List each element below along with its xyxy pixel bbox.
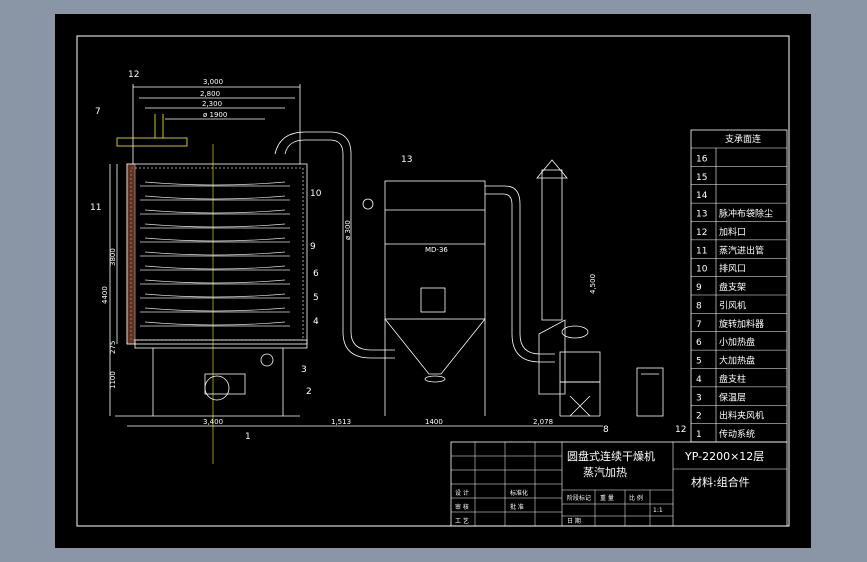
dryer-tower [109, 84, 603, 464]
drawing-title-line2: 蒸汽加热 [583, 465, 627, 479]
parts-row-number: 9 [696, 283, 702, 293]
callout-13: 13 [401, 155, 412, 165]
callout-9: 9 [310, 242, 316, 252]
dim-pipe-dia: ø 300 [344, 220, 352, 240]
title-block: 设 计 审 核 工 艺 标准化 批 准 阶段标记 重 量 比 例 日 期 圆盘式… [450, 441, 788, 527]
dim-bottom1: 3,400 [203, 418, 223, 426]
parts-row-name: 保温层 [719, 391, 746, 403]
label-scale: 比 例 [629, 494, 643, 502]
callout-11: 11 [90, 203, 101, 213]
parts-row-number: 15 [696, 173, 707, 183]
label-design: 设 计 [455, 489, 469, 497]
parts-row-number: 5 [696, 357, 702, 367]
parts-row-number: 6 [696, 338, 702, 348]
dim-height-body: 3800 [109, 248, 117, 266]
fan-and-stack [536, 159, 601, 417]
parts-row-number: 12 [696, 228, 707, 238]
duct [274, 131, 395, 359]
dim-top2: 2,800 [200, 90, 220, 98]
parts-row-number: 7 [696, 320, 702, 330]
callout-12: 12 [128, 70, 139, 80]
dust-collector [362, 180, 555, 416]
parts-row-number: 1 [696, 430, 702, 440]
callout-3: 3 [301, 365, 307, 375]
parts-row-name: 盘支柱 [719, 373, 746, 385]
control-cabinet [636, 367, 664, 417]
parts-row-number: 13 [696, 210, 707, 220]
label-process: 工 艺 [455, 517, 469, 525]
dim-bottom3: 1400 [425, 418, 443, 426]
dim-height-legs: 1100 [109, 371, 117, 389]
callout-12b: 12 [675, 425, 686, 435]
parts-row-name: 蒸汽进出管 [719, 244, 764, 256]
parts-row-name: 加料口 [719, 226, 746, 238]
parts-row-name: 排风口 [719, 263, 746, 275]
label-approve: 批 准 [510, 503, 524, 511]
dim-top4: ø 1900 [203, 111, 227, 119]
dim-top3: 2,300 [202, 100, 222, 108]
parts-row-name: 大加热盘 [719, 355, 755, 367]
callout-4: 4 [313, 317, 319, 327]
dimension-labels: 3,000 2,800 2,300 ø 1900 4400 3800 275 1… [101, 78, 597, 426]
parts-header: 支承面连 [725, 133, 761, 145]
label-stage: 阶段标记 [567, 494, 591, 502]
parts-row-number: 3 [696, 393, 702, 403]
callout-2: 2 [306, 387, 312, 397]
scale-value: 1:1 [653, 507, 663, 514]
dim-top1: 3,000 [203, 78, 223, 86]
parts-row-number: 4 [696, 375, 702, 385]
dim-height-total: 4400 [101, 286, 109, 304]
parts-row-name: 盘支架 [719, 281, 746, 293]
dust-collector-label: MD-36 [425, 246, 448, 254]
callout-6: 6 [313, 269, 319, 279]
parts-row-number: 14 [696, 191, 708, 201]
material-label: 材料:组合件 [691, 475, 750, 489]
label-standard: 标准化 [510, 489, 528, 497]
dim-bottom4: 2,078 [533, 418, 553, 426]
parts-row-name: 引风机 [719, 299, 746, 311]
parts-row-name: 传动系统 [719, 428, 755, 440]
parts-row-number: 10 [696, 265, 708, 275]
parts-row-name: 脉冲布袋除尘 [719, 208, 773, 220]
parts-row-name: 出料夹风机 [719, 410, 764, 422]
trays [140, 181, 290, 327]
drawing-title-line1: 圆盘式连续干燥机 [567, 449, 655, 463]
label-weight: 重 量 [600, 494, 614, 502]
callout-10: 10 [310, 189, 322, 199]
model-number: YP-2200×12层 [684, 450, 764, 463]
callout-5: 5 [313, 293, 319, 303]
dim-bottom2: 1,513 [331, 418, 351, 426]
dim-stack-height: 4,500 [589, 274, 597, 294]
drawing-sheet: 3,000 2,800 2,300 ø 1900 4400 3800 275 1… [55, 14, 811, 548]
label-date: 日 期 [567, 517, 581, 525]
callout-8: 8 [603, 425, 609, 435]
callout-7: 7 [95, 107, 101, 117]
dim-height-mid: 275 [109, 341, 117, 354]
inner-frame [76, 35, 790, 527]
parts-row-number: 2 [696, 412, 702, 422]
parts-row-number: 8 [696, 301, 702, 311]
callout-1: 1 [245, 432, 251, 442]
parts-row-number: 16 [696, 154, 708, 164]
parts-row-number: 11 [696, 246, 707, 256]
cad-drawing: 3,000 2,800 2,300 ø 1900 4400 3800 275 1… [76, 35, 790, 527]
label-review: 审 核 [455, 503, 469, 511]
parts-row-name: 小加热盘 [719, 336, 755, 348]
parts-row-name: 旋转加料器 [719, 318, 764, 330]
callouts: 12 7 11 10 9 6 5 4 3 2 1 13 8 12 [90, 70, 686, 442]
